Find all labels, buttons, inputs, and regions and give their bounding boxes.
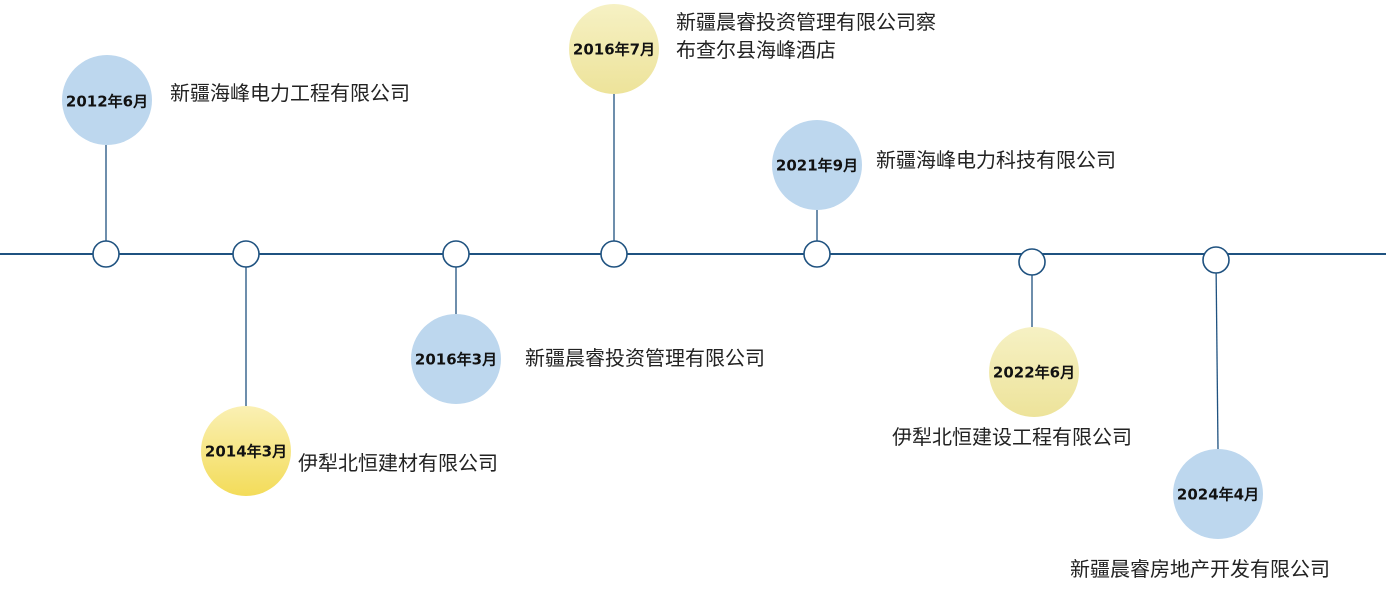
event-date: 2016年3月 (414, 350, 498, 369)
date-bubble (1173, 449, 1263, 539)
event-name-line2: 布查尔县海峰酒店 (676, 38, 836, 62)
date-bubble (569, 4, 659, 94)
timeline-node (803, 240, 831, 268)
event-name: 新疆晨睿房地产开发有限公司 (1070, 557, 1330, 581)
event-name: 新疆海峰电力工程有限公司 (170, 81, 410, 105)
timeline-node (600, 240, 628, 268)
timeline-node (232, 240, 260, 268)
event-date: 2024年4月 (1176, 485, 1260, 504)
event-name-line1: 新疆晨睿投资管理有限公司察 (676, 10, 936, 34)
event-date: 2021年9月 (775, 156, 859, 175)
timeline-node (1202, 246, 1230, 274)
event-date: 2016年7月 (572, 40, 656, 59)
event-name: 伊犁北恒建材有限公司 (298, 451, 498, 475)
date-bubble (201, 406, 291, 496)
date-bubble (411, 314, 501, 404)
date-bubble (989, 327, 1079, 417)
event-date: 2014年3月 (204, 442, 288, 461)
date-bubble (772, 120, 862, 210)
timeline-node (1018, 248, 1046, 276)
connector (1215, 259, 1219, 450)
event-name: 新疆海峰电力科技有限公司 (876, 148, 1116, 172)
event-name: 新疆晨睿投资管理有限公司 (525, 346, 765, 370)
timeline-node (92, 240, 120, 268)
event-name: 伊犁北恒建设工程有限公司 (892, 425, 1132, 449)
event-date: 2012年6月 (65, 92, 149, 111)
event-date: 2022年6月 (992, 363, 1076, 382)
date-bubble (62, 55, 152, 145)
timeline-node (442, 240, 470, 268)
